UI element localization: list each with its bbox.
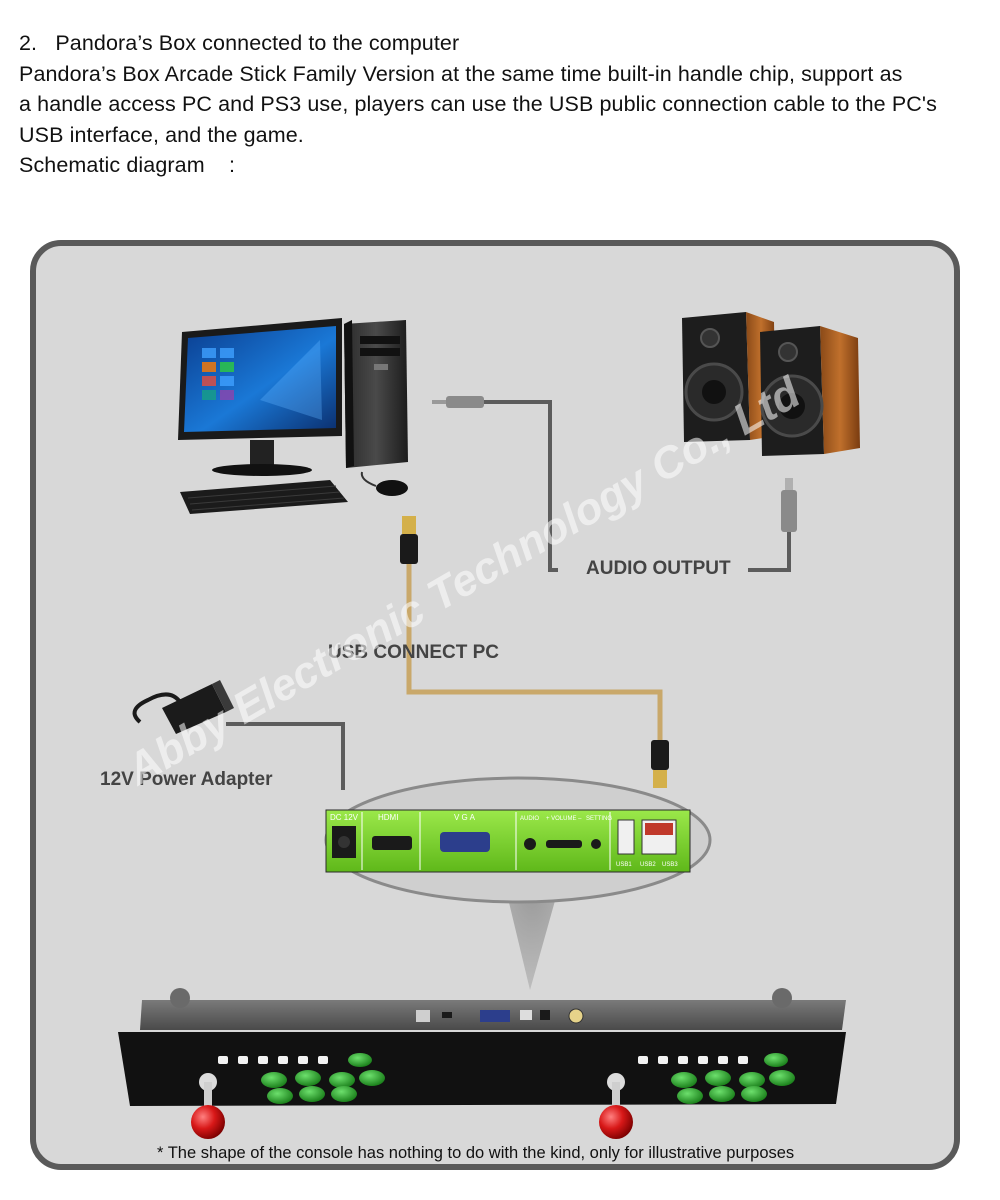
- port-setting-label: SETTING: [586, 816, 612, 822]
- port-usb2-label: USB2: [640, 862, 656, 868]
- port-usb3-label: USB3: [662, 862, 678, 868]
- port-vga-label: V G A: [454, 813, 476, 822]
- port-hdmi-label: HDMI: [378, 813, 398, 822]
- port-dc-label: DC 12V: [330, 813, 359, 822]
- arcade-console-icon: [118, 988, 846, 1139]
- speakers-icon: [682, 312, 860, 456]
- paragraph-line-2: a handle access PC and PS3 use, players …: [19, 92, 937, 116]
- paragraph-line-1: Pandora’s Box Arcade Stick Family Versio…: [19, 61, 903, 86]
- port-volume-label: + VOLUME –: [546, 816, 582, 822]
- audio-cable: [432, 396, 797, 572]
- schematic-caption: Schematic diagram :: [19, 153, 236, 177]
- connection-diagram: AUDIO OUTPUT USB CONNECT PC 12V Power Ad…: [30, 240, 960, 1170]
- port-panel-magnifier: DC 12V HDMI V G A AUDIO + VOLUME – SETTI…: [324, 776, 712, 990]
- usb-connect-label: USB CONNECT PC: [328, 642, 499, 663]
- port-usb1-label: USB1: [616, 862, 632, 868]
- console-footnote: * The shape of the console has nothing t…: [157, 1144, 794, 1162]
- paragraph-line-3: USB interface, and the game.: [19, 122, 304, 147]
- power-adapter-icon: [132, 680, 345, 790]
- power-adapter-label: 12V Power Adapter: [100, 769, 273, 790]
- audio-output-label: AUDIO OUTPUT: [586, 558, 731, 579]
- section-heading: 2. Pandora’s Box connected to the comput…: [19, 31, 460, 55]
- intro-text: 2. Pandora’s Box connected to the comput…: [19, 28, 979, 181]
- computer-icon: [178, 318, 408, 514]
- port-audio-label: AUDIO: [520, 816, 539, 822]
- usb-cable: [400, 516, 669, 788]
